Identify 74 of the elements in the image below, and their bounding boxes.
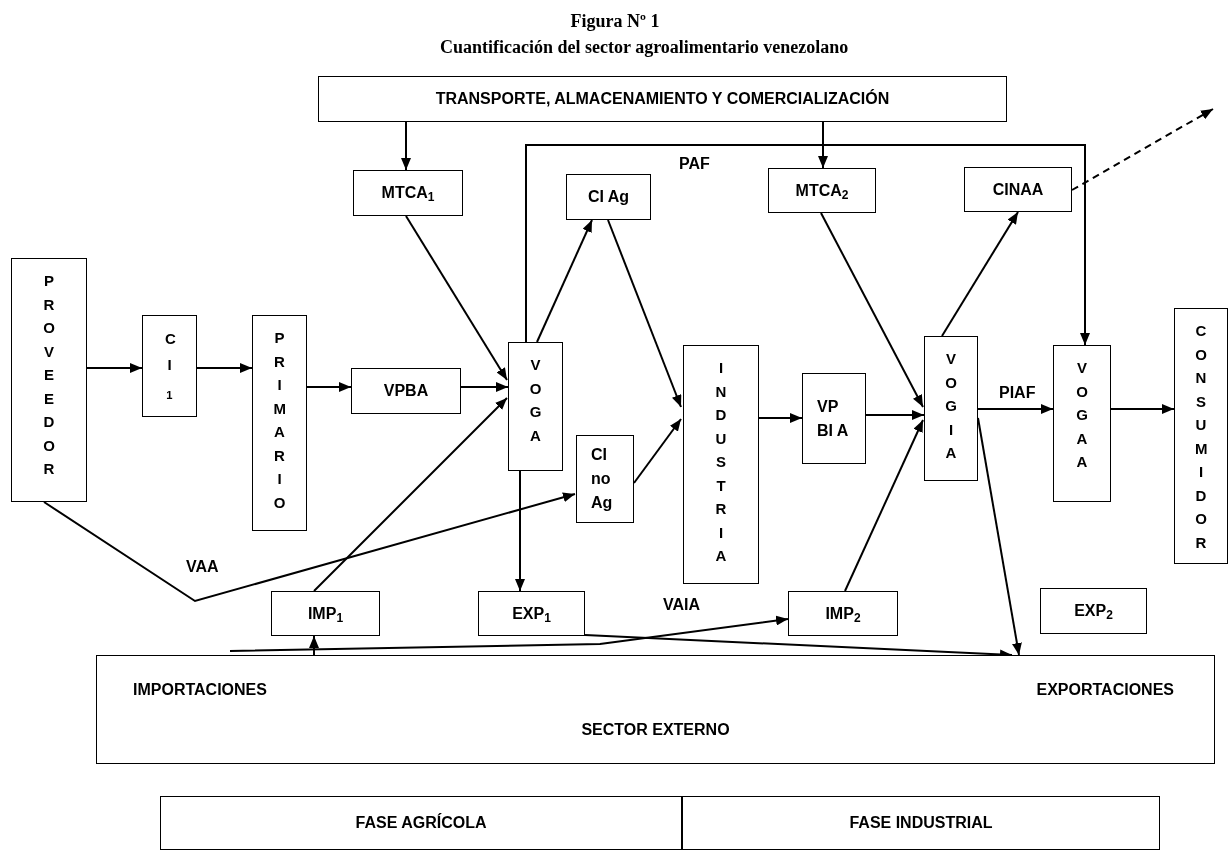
arrow: [607, 219, 682, 408]
node-label: VP BI A: [817, 396, 850, 441]
arrow: [525, 144, 1090, 346]
sector-box: [96, 655, 1215, 764]
node-label: CINAA: [992, 179, 1044, 200]
arrow: [820, 212, 924, 408]
process-box: [768, 168, 876, 213]
process-box: [1040, 588, 1147, 634]
arrow: [460, 382, 509, 392]
node-label: INDUSTRIA: [715, 358, 727, 566]
process-box: [318, 76, 1007, 122]
node-label: PROVEEDOR: [43, 271, 55, 479]
arrow: [818, 121, 828, 169]
node-label: TRANSPORTE, ALMACENAMIENTO Y COMERCIALIZACIÓN: [435, 88, 890, 109]
node-label: CI no Ag: [591, 445, 614, 513]
arrow: [536, 219, 593, 343]
table-cell: [682, 796, 1160, 850]
process-box: [683, 345, 759, 584]
process-box: [11, 258, 87, 502]
node-label: VOGIA: [945, 349, 957, 463]
node-label: VOGAA: [1076, 358, 1088, 472]
arrow: [941, 211, 1019, 337]
node-label: SECTOR EXTERNO: [581, 720, 730, 740]
node-label: CONSUMIDOR: [1195, 321, 1207, 553]
arrow: [43, 492, 576, 603]
arrow: [865, 410, 925, 420]
process-box: [1053, 345, 1111, 502]
node-label: FASE INDUSTRIAL: [849, 813, 993, 833]
process-box: [566, 174, 651, 220]
arrow: [1110, 404, 1175, 414]
process-box: [788, 591, 898, 636]
arrow: [977, 417, 1022, 656]
figure-title: Figura Nº 1: [569, 10, 661, 33]
arrow: [405, 215, 508, 381]
arrow: [515, 470, 525, 592]
process-box: [508, 342, 563, 471]
process-box: [353, 170, 463, 216]
node-label: FASE AGRÍCOLA: [355, 812, 487, 833]
arrow: [401, 121, 411, 171]
arrow: [977, 404, 1054, 414]
node-label: EXP$_{1}$: [512, 603, 551, 626]
node-label: MTCA$_{1}$: [381, 183, 435, 205]
figure-subtitle: Cuantificación del sector agroalimentario venezolano: [440, 36, 849, 59]
node-label: EXPORTACIONES: [1036, 680, 1174, 700]
process-box: [252, 315, 307, 531]
arrow: [309, 635, 319, 656]
arrow: [86, 363, 143, 373]
arrow: [196, 363, 253, 373]
process-box: [1174, 308, 1228, 564]
node-label: MTCA$_{2}$: [795, 180, 849, 203]
arrow: [306, 382, 352, 392]
node-label: IMP$_{2}$: [825, 603, 861, 626]
node-label: CI Ag: [587, 187, 630, 207]
node-label: IMP$_{1}$: [307, 603, 344, 626]
arrow: [1071, 108, 1214, 191]
node-label: VPBA: [383, 381, 429, 401]
process-box: [478, 591, 585, 636]
process-box: [142, 315, 197, 417]
process-box: [802, 373, 866, 464]
arrow: [758, 413, 803, 423]
arrow: [313, 397, 508, 592]
node-label: VOGA: [529, 355, 542, 446]
arrow: [633, 418, 682, 484]
arrow: [844, 419, 924, 592]
node-label: PRIMARIO: [273, 328, 286, 513]
node-label: IMPORTACIONES: [133, 680, 267, 700]
process-box: [576, 435, 634, 523]
process-box: [271, 591, 380, 636]
table-cell: [160, 796, 682, 850]
process-box: [924, 336, 978, 481]
node-label: EXP$_{2}$: [1074, 601, 1113, 623]
arrow: [229, 615, 789, 652]
process-box: [964, 167, 1072, 212]
process-box: [351, 368, 461, 414]
